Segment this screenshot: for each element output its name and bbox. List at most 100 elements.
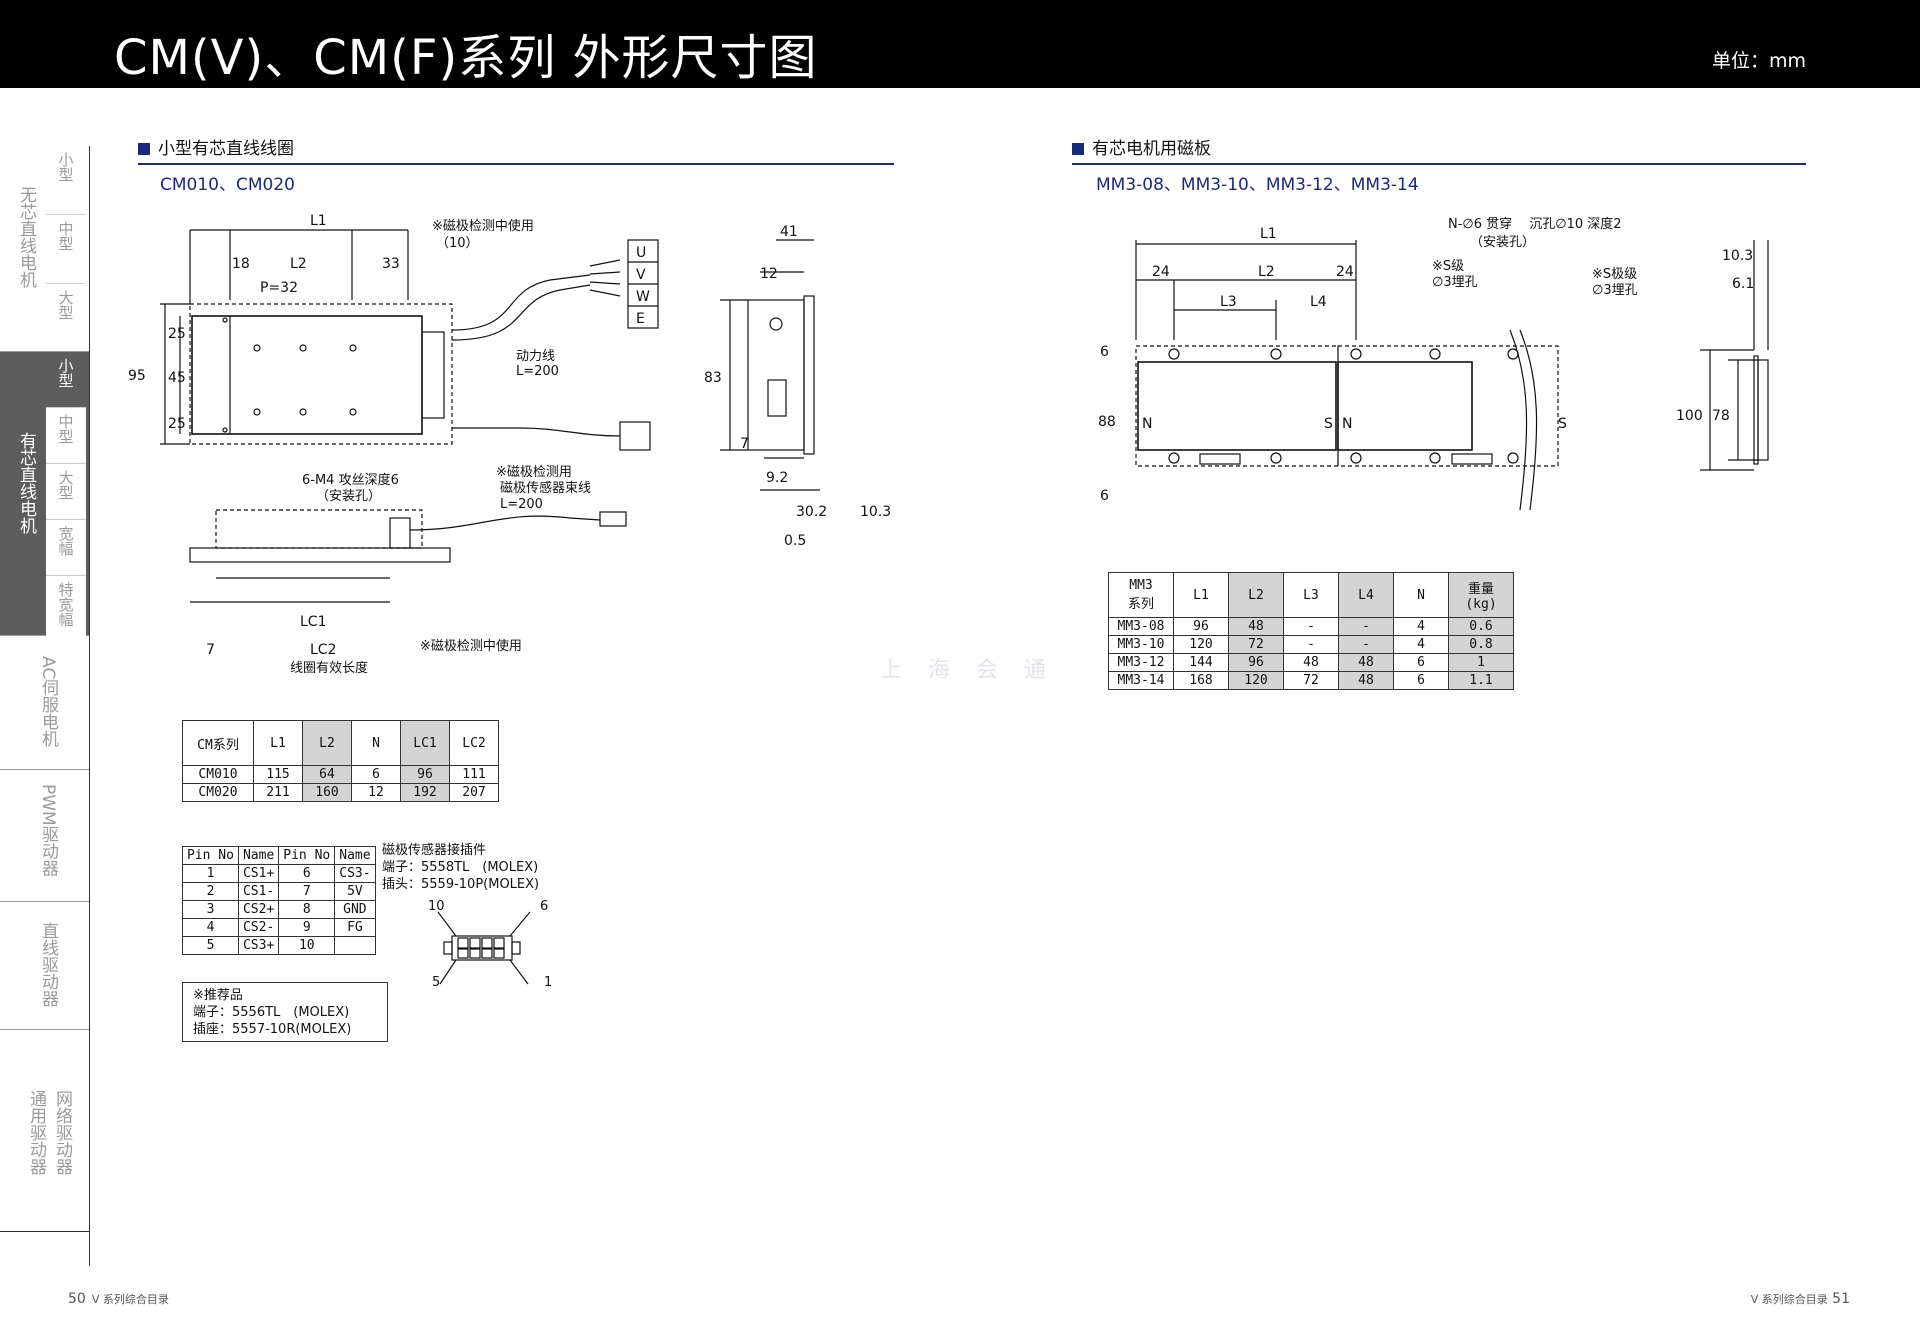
table-cell: 8 [278,900,336,919]
dim-24-left: 24 [1152,264,1170,280]
label-tap: 6-M4 攻丝深度6 [302,472,399,488]
table-header: LC2 [449,720,499,766]
table-cell: 48 [1283,653,1339,672]
sidebar-group-pwm[interactable]: PWM驱动器 [0,770,90,902]
table-cell: 111 [449,765,499,784]
table-cell [334,936,376,955]
recommend-line: 插座：5557-10R(MOLEX) [193,1022,352,1037]
dim-LC2: LC2 [310,642,336,658]
sidebar-item[interactable]: 大型 [46,284,86,352]
table-header: CM系列 [182,720,254,766]
dim-24-right: 24 [1336,264,1354,280]
label-sensor-length: L=200 [500,497,543,512]
label-U: U [636,245,646,261]
sidebar-item[interactable]: 中型 [46,408,86,464]
table-cell: 144 [1173,653,1229,672]
table-cell: 72 [1283,671,1339,690]
pin-label: 6 [540,899,548,914]
table-cell: 120 [1173,635,1229,654]
table-cell: 48 [1338,671,1394,690]
table-cell: 64 [302,765,352,784]
connector-line: 插头：5559-10P(MOLEX) [382,877,540,892]
dim-45: 45 [168,370,186,386]
table-cell: 211 [253,783,303,802]
sidebar-group-linear-driver[interactable]: 直线驱动器 [0,902,90,1030]
dim-83: 83 [704,370,722,386]
table-cell: 6 [1393,671,1449,690]
dim-0-5: 0.5 [784,533,806,549]
sidebar-item-label: 小型 [56,152,75,182]
dim-12: 12 [760,266,778,282]
header-bar: CM(V)、CM(F)系列 外形尺寸图 单位：mm [0,0,1920,88]
label-W: W [636,289,650,305]
label-holes: N-∅6 贯穿 沉孔∅10 深度2 [1448,216,1622,232]
sidebar-item-label: 特宽幅 [56,582,75,627]
table-cell: 48 [1228,617,1284,636]
label-coil-length: 线圈有效长度 [290,660,368,676]
table-cell: CS3- [334,864,376,883]
sidebar-item[interactable]: 中型 [46,215,86,284]
sidebar-item-active[interactable]: 小型 [46,352,86,408]
table-cell: 207 [449,783,499,802]
section-title-magnet: 有芯电机用磁板 [1072,134,1211,159]
table-cell: 1 [182,864,239,883]
label-power-length: L=200 [516,364,559,379]
table-cell: - [1283,635,1339,654]
dim-L3: L3 [1220,294,1237,310]
sidebar-group-coreless[interactable]: 无芯直线电机 小型 中型 大型 [0,146,90,352]
dim-30-2: 30.2 [796,504,827,520]
table-cell: 12 [351,783,401,802]
sidebar-group-cored[interactable]: 有芯直线电机 小型 中型 大型 宽幅 特宽幅 [0,352,90,636]
table-header: L3 [1283,572,1339,618]
dim-L1: L1 [310,213,327,229]
pole-N: N [1142,416,1152,432]
table-cell: 120 [1228,671,1284,690]
sidebar-group-label: 有芯直线电机 [16,432,36,534]
dim-6-top: 6 [1100,344,1109,360]
sidebar-item[interactable]: 小型 [46,146,86,215]
sidebar-group-ac-servo[interactable]: AC伺服电机 [0,636,90,770]
table-header: L1 [1173,572,1229,618]
sidebar-item[interactable]: 大型 [46,464,86,520]
dim-9-2: 9.2 [766,470,788,486]
table-cell: 48 [1338,653,1394,672]
table-cell: CS3+ [237,936,280,955]
sidebar-group-drivers[interactable]: 通用驱动器 网络驱动器 [0,1030,90,1232]
table-cell: 2 [182,882,239,901]
section-rule [1072,163,1806,165]
label-E: E [636,311,645,327]
table-header: Pin No [278,846,336,865]
table-cell: 5V [334,882,376,901]
table-cell: MM3-14 [1108,671,1174,690]
label-tap-mount: （安装孔） [316,489,381,504]
pin-label: 10 [428,899,445,914]
dim-95: 95 [128,368,146,384]
sidebar-item[interactable]: 宽幅 [46,520,86,576]
table-cell: CS1- [237,882,280,901]
dim-L2: L2 [290,256,307,272]
table-cell: - [1283,617,1339,636]
table-cell: CM020 [182,783,254,802]
footer-text: V 系列综合目录 [91,1293,169,1306]
dim-7-bottom: 7 [206,642,215,658]
dim-88: 88 [1098,414,1116,430]
table-cell: 0.6 [1448,617,1514,636]
dim-25-bottom: 25 [168,416,186,432]
table-header: N [1393,572,1449,618]
pin-label: 1 [544,975,552,990]
table-header: Name [237,846,280,865]
table-cell: 168 [1173,671,1229,690]
dim-33: 33 [382,256,400,272]
sidebar-item[interactable]: 特宽幅 [46,576,86,636]
dim-L2: L2 [1258,264,1275,280]
table-cell: 72 [1228,635,1284,654]
table-cell: - [1338,635,1394,654]
cm-spec-table: CM系列 L1 L2 N LC1 LC2 CM010 115 64 6 96 1… [182,720,499,802]
table-cell: 6 [351,765,401,784]
connector-title: 磁极传感器接插件 [382,843,487,858]
dim-10: （10） [436,236,479,251]
